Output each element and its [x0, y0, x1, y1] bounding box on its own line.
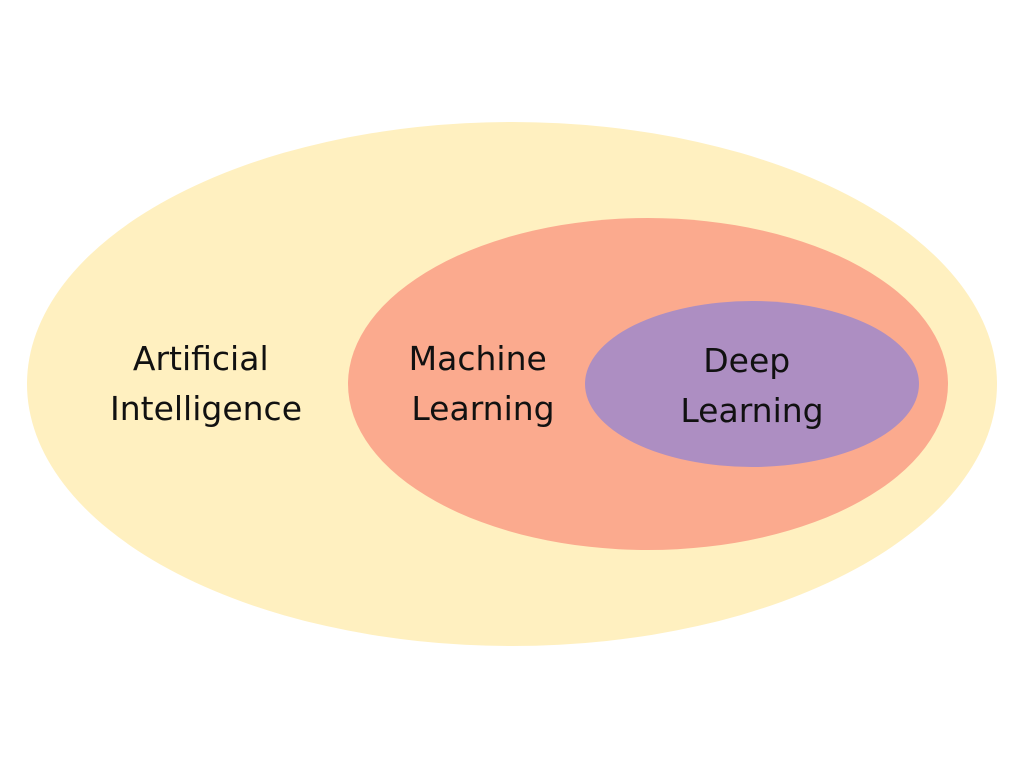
machine-learning-label-line1: Machine — [409, 339, 547, 378]
machine-learning-label-line2: Learning — [411, 389, 554, 428]
deep-learning-ellipse — [585, 301, 919, 467]
artificial-intelligence-label-line1: Artificial — [133, 339, 269, 378]
artificial-intelligence-label-line2: Intelligence — [110, 389, 302, 428]
machine-learning-label: Machine Learning — [409, 339, 558, 428]
artificial-intelligence-label: Artificial Intelligence — [110, 339, 302, 428]
deep-learning-label-line2: Learning — [680, 391, 823, 430]
deep-learning-label: Deep Learning — [680, 341, 823, 430]
deep-learning-label-line1: Deep — [703, 341, 790, 380]
